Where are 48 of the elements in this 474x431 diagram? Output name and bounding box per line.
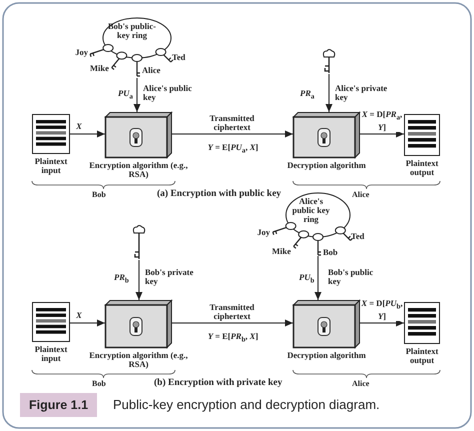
key-name: Mike xyxy=(90,64,109,73)
key-caption: Alice's private key xyxy=(335,84,388,102)
key-name: Joy xyxy=(74,48,88,57)
formula: PU$_{b}$ xyxy=(299,273,314,286)
owner-label: Alice xyxy=(352,190,370,199)
key-caption: Bob's private key xyxy=(145,268,194,286)
key-caption: Bob's public key xyxy=(328,268,374,286)
panel-subtitle: (b) Encryption with private key xyxy=(154,378,282,389)
arrow xyxy=(172,320,294,326)
node-label: Plaintext input xyxy=(34,345,68,363)
node-label: Plaintext input xyxy=(34,157,68,175)
arrow xyxy=(172,130,294,138)
node-label: Bob's public-key ring xyxy=(108,22,156,40)
arrow xyxy=(134,78,140,112)
arrow xyxy=(70,320,106,326)
node-label: Plaintext output xyxy=(404,347,440,365)
formula: PU$_{a}$ xyxy=(118,89,133,102)
owner-label: Alice xyxy=(352,379,370,388)
arrow xyxy=(360,130,404,138)
formula: PR$_{b}$ xyxy=(114,273,129,286)
formula: Y = E[PR$_{b}$, X] xyxy=(206,332,260,345)
node-label: Decryption algorithm xyxy=(286,161,367,170)
edge-label: X = D[PU$_{b}$, Y] xyxy=(361,299,403,321)
key-name: Mike xyxy=(272,247,291,256)
node-label: Encryption algorithm (e.g., RSA) xyxy=(88,351,188,369)
panel-subtitle: (a) Encryption with public key xyxy=(157,189,282,200)
caption-text: Public-key encryption and decryption diagram. xyxy=(113,396,380,414)
key-name: Joy xyxy=(256,228,270,237)
key-caption: Alice's public key xyxy=(143,84,193,102)
formula: Y = E[PU$_{a}$, X] xyxy=(206,143,260,156)
key-name: Bob xyxy=(323,248,338,257)
formula: PR$_{a}$ xyxy=(300,89,314,102)
arrow xyxy=(326,74,332,112)
key-name: Ted xyxy=(172,53,186,62)
figure-number: Figure 1.1 xyxy=(20,393,98,417)
arrow xyxy=(136,260,142,300)
node-label: Decryption algorithm xyxy=(286,351,367,360)
owner-label: Bob xyxy=(92,379,106,388)
arrow xyxy=(360,320,404,326)
arrow xyxy=(70,130,106,138)
node-label: Plaintext output xyxy=(404,159,440,177)
arrow xyxy=(314,256,322,300)
edge-label: X = D[PR$_{a}$, Y] xyxy=(361,110,403,132)
node-label: Alice's public key ring xyxy=(291,197,331,224)
node-label: Encryption algorithm (e.g., RSA) xyxy=(88,161,188,179)
key-name: Alice xyxy=(142,66,160,75)
key-name: Ted xyxy=(351,232,364,241)
owner-label: Bob xyxy=(92,190,106,199)
